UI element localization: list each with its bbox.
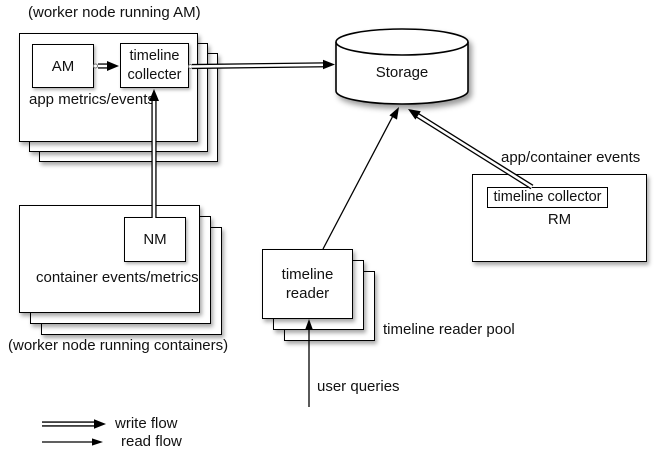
legend-write-flow-label: write flow bbox=[115, 415, 178, 432]
rm-timeline-collector-label: timeline collector bbox=[493, 189, 602, 205]
timeline-reader-pool-label: timeline reader pool bbox=[383, 321, 515, 338]
storage-cylinder-top bbox=[335, 28, 469, 56]
legend-read-flow-arrow bbox=[42, 438, 103, 446]
worker-containers-caption: (worker node running containers) bbox=[8, 337, 229, 354]
nm-label: NM bbox=[143, 231, 167, 248]
storage-cylinder bbox=[335, 28, 469, 105]
container-events-metrics-label: container events/metrics bbox=[36, 269, 199, 286]
read-arrow-reader-to-storage bbox=[322, 107, 399, 250]
app-container-events-label: app/container events bbox=[501, 149, 641, 166]
rm-label: RM bbox=[547, 211, 572, 228]
rm-timeline-collector-box: timeline collector bbox=[487, 187, 608, 208]
legend-read-flow-label: read flow bbox=[121, 433, 182, 450]
worker-am-caption: (worker node running AM) bbox=[28, 4, 201, 21]
am-box: AM bbox=[32, 44, 94, 88]
timeline-collecter-box: timeline collecter bbox=[120, 43, 189, 88]
timeline-reader-label: timeline reader bbox=[281, 266, 334, 302]
timeline-collecter-label: timeline collecter bbox=[127, 47, 182, 83]
storage-cylinder-body bbox=[335, 42, 469, 105]
nm-box: NM bbox=[124, 217, 186, 262]
am-label: AM bbox=[51, 57, 75, 75]
user-queries-label: user queries bbox=[317, 378, 400, 395]
storage-label: Storage bbox=[375, 64, 429, 81]
timeline-reader-box: timeline reader bbox=[262, 249, 353, 319]
legend-write-flow-arrow bbox=[42, 419, 106, 429]
app-metrics-events-label: app metrics/events bbox=[29, 91, 155, 108]
